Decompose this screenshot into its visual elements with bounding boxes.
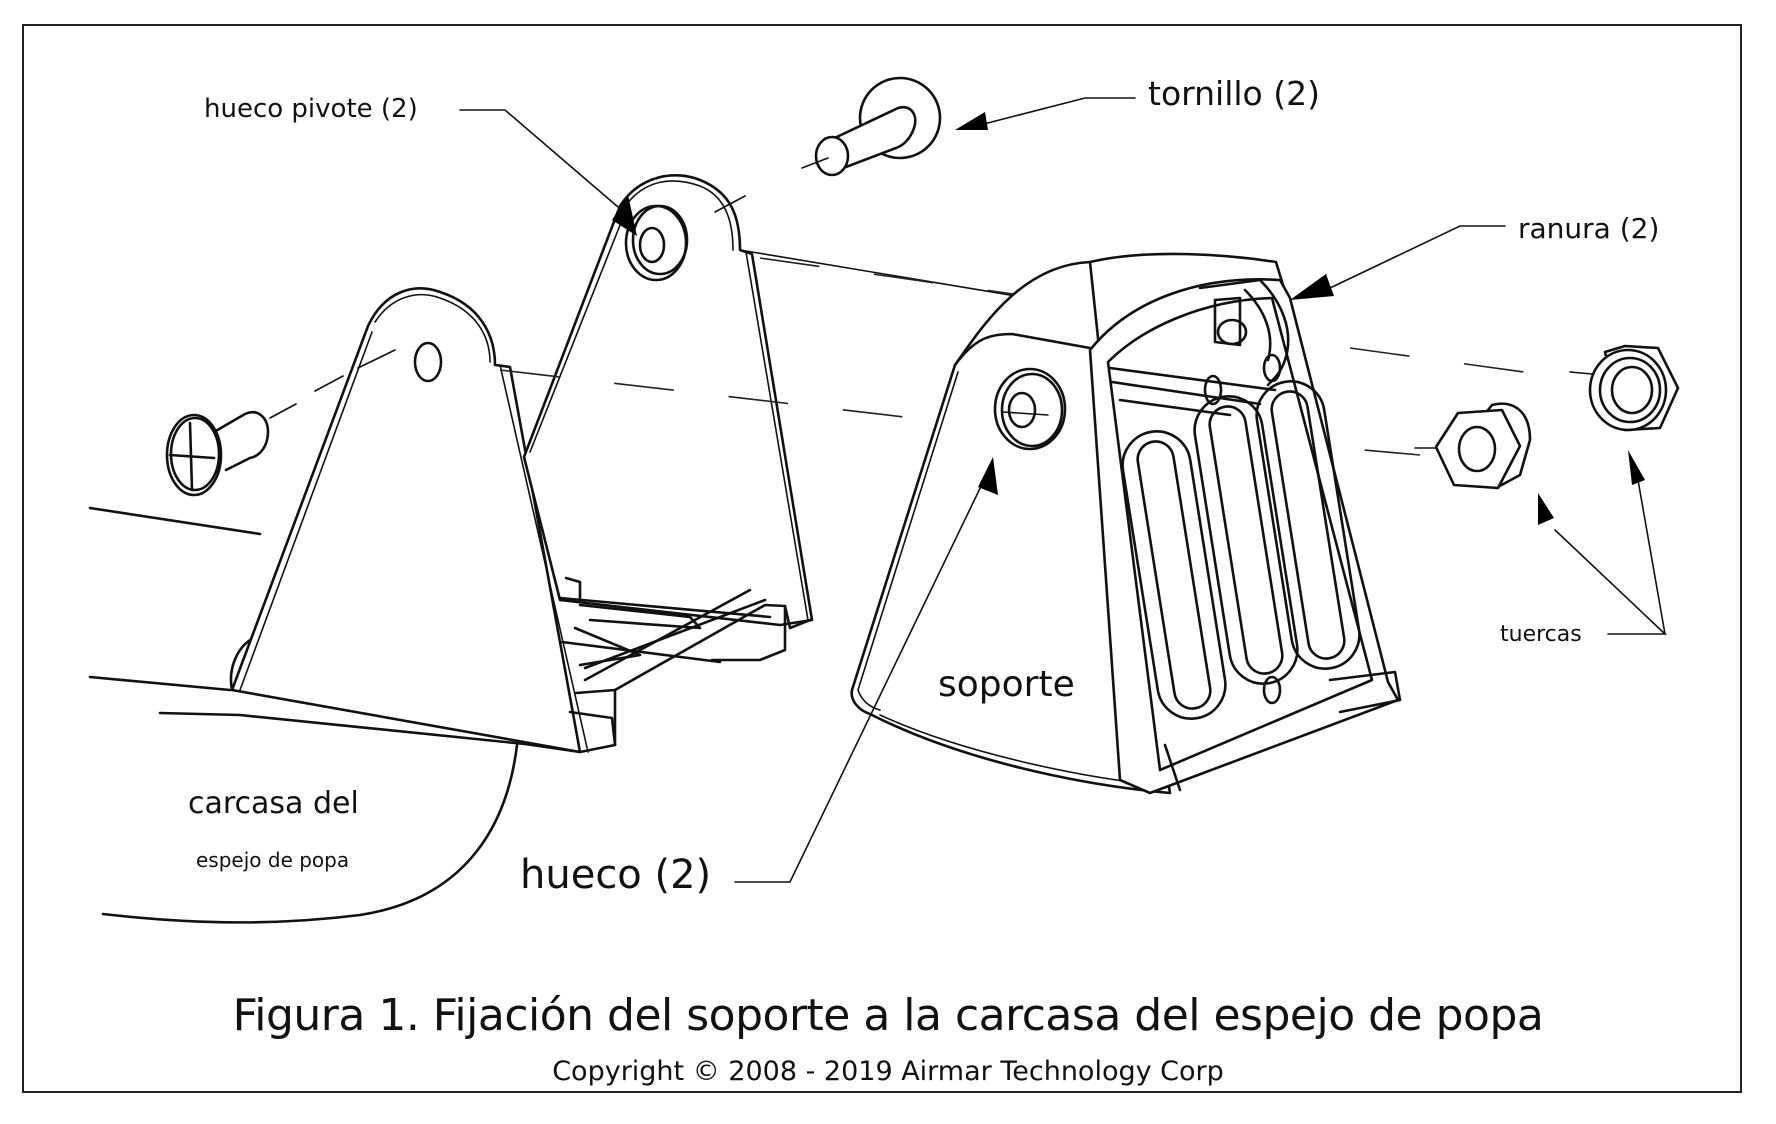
axis-line-lower — [499, 369, 931, 421]
bracket-side — [850, 260, 1172, 795]
label-ranura: ranura (2) — [1518, 212, 1660, 245]
housing-bottom-curve — [101, 743, 519, 924]
axis-line-upper — [759, 257, 1021, 296]
figure-caption: Figura 1. Fijación del soporte a la carc… — [232, 990, 1544, 1041]
housing-front-tab — [230, 287, 582, 754]
label-tornillo: tornillo (2) — [1148, 74, 1320, 113]
bracket-face — [1088, 278, 1400, 795]
label-carcasa-line1: carcasa del — [188, 786, 359, 821]
label-carcasa-line2: espejo de popa — [196, 848, 350, 872]
hex-nut-icon — [1414, 402, 1532, 490]
leader-tuercas — [1538, 450, 1668, 635]
lock-nut-icon — [1569, 344, 1680, 432]
housing-mid-edge — [88, 675, 232, 692]
label-hueco-pivote: hueco pivote (2) — [204, 94, 418, 124]
bracket — [850, 252, 1402, 795]
label-soporte: soporte — [938, 664, 1075, 705]
housing-cradle — [558, 576, 812, 754]
axis-line-upper-2 — [1349, 347, 1561, 378]
leader-ranura — [1290, 225, 1506, 300]
label-hueco: hueco (2) — [520, 852, 712, 898]
leader-tornillo — [955, 97, 1136, 130]
leader-hueco — [734, 457, 998, 883]
phillips-screw-icon — [165, 349, 396, 497]
bracket-channels — [1108, 353, 1361, 720]
copyright-notice: Copyright © 2008 - 2019 Airmar Technolog… — [552, 1056, 1224, 1087]
transom-housing — [88, 174, 814, 924]
pivot-hole-washer — [624, 204, 689, 282]
screw-icon — [714, 76, 1041, 301]
leader-hueco-pivote — [459, 109, 637, 236]
housing-top-edge — [88, 506, 262, 536]
label-tuercas: tuercas — [1500, 622, 1582, 647]
pivot-hole-front — [413, 341, 443, 383]
